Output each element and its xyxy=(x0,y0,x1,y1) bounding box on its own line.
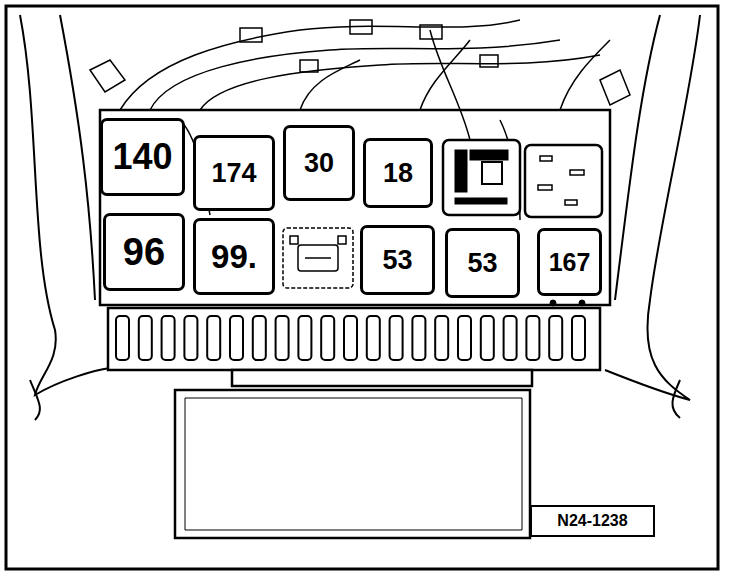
frame xyxy=(6,6,718,569)
relay-box: 140 xyxy=(100,118,185,196)
fuse xyxy=(139,316,152,360)
relay-number: 30 xyxy=(304,150,334,177)
relay-number: 140 xyxy=(112,139,172,175)
relay-number: 18 xyxy=(383,160,413,187)
fuse xyxy=(298,316,311,360)
fuse xyxy=(549,316,562,360)
relay-box: 174 xyxy=(193,135,275,211)
fuse xyxy=(526,316,539,360)
fuse xyxy=(230,316,243,360)
fuse xyxy=(390,316,403,360)
fuse xyxy=(321,316,334,360)
wiring xyxy=(90,20,630,220)
relay-number: 53 xyxy=(467,250,497,277)
fuse xyxy=(504,316,517,360)
relay-box: 18 xyxy=(363,138,433,208)
relay-number: 174 xyxy=(211,160,256,187)
relay-box: 99. xyxy=(193,218,275,295)
relay-socket xyxy=(443,140,602,217)
fuse xyxy=(412,316,425,360)
fuse xyxy=(207,316,220,360)
relay-number: 99. xyxy=(211,240,257,273)
fuse xyxy=(367,316,380,360)
relay-box: 53 xyxy=(445,228,520,298)
fuse xyxy=(344,316,357,360)
lower-panel xyxy=(175,370,532,538)
fuse xyxy=(253,316,266,360)
fuse-holder xyxy=(283,228,353,288)
relay-number: 167 xyxy=(549,250,591,275)
fuse xyxy=(572,316,585,360)
relay-number: 53 xyxy=(382,247,412,274)
relay-box: 30 xyxy=(283,125,355,201)
relay-box: 96 xyxy=(103,213,185,291)
figure-number: N24-1238 xyxy=(557,513,627,529)
fuse xyxy=(435,316,448,360)
housing xyxy=(20,15,700,420)
fuse xyxy=(162,316,175,360)
fuse xyxy=(481,316,494,360)
relay-box: 167 xyxy=(537,228,602,296)
relay-box: 53 xyxy=(360,225,435,295)
fuse xyxy=(116,316,129,360)
figure-number: N24-1238 xyxy=(530,505,655,537)
fuse xyxy=(458,316,471,360)
fuse xyxy=(276,316,289,360)
fuse xyxy=(184,316,197,360)
fuse-strip xyxy=(108,308,600,370)
relay-number: 96 xyxy=(123,233,165,271)
